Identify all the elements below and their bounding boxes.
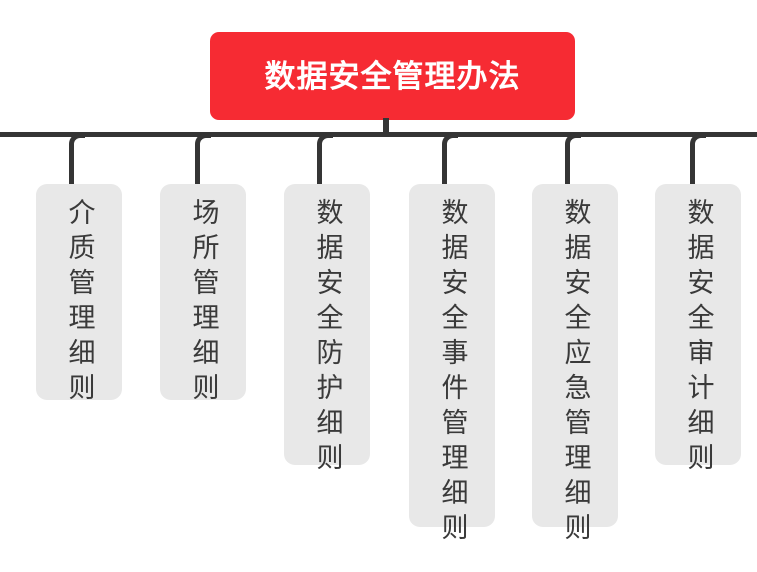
- leaf-node-label: 数据安全应急管理细则: [560, 198, 591, 548]
- leaf-node-label: 数据安全防护细则: [312, 198, 343, 478]
- connector-branch-5: [565, 133, 581, 185]
- leaf-node-label: 数据安全事件管理细则: [437, 198, 468, 548]
- leaf-node-label: 数据安全审计细则: [683, 198, 714, 478]
- connector-branch-2: [195, 133, 211, 185]
- connector-root-stem: [383, 118, 389, 137]
- connector-branch-6: [690, 133, 706, 185]
- connector-branch-1: [69, 133, 85, 185]
- leaf-node-2[interactable]: 场所管理细则: [160, 184, 246, 408]
- connector-horizontal-bus: [0, 132, 757, 137]
- leaf-node-1[interactable]: 介质管理细则: [36, 184, 122, 408]
- leaf-node-3[interactable]: 数据安全防护细则: [284, 184, 370, 478]
- root-node[interactable]: 数据安全管理办法: [210, 32, 575, 120]
- connector-branch-4: [442, 133, 458, 185]
- leaf-node-6[interactable]: 数据安全审计细则: [655, 184, 741, 478]
- connector-branch-3: [317, 133, 333, 185]
- leaf-node-4[interactable]: 数据安全事件管理细则: [409, 184, 495, 548]
- leaf-node-label: 场所管理细则: [188, 198, 219, 408]
- root-node-label: 数据安全管理办法: [264, 58, 521, 94]
- leaf-node-5[interactable]: 数据安全应急管理细则: [532, 184, 618, 548]
- leaf-node-label: 介质管理细则: [64, 198, 95, 408]
